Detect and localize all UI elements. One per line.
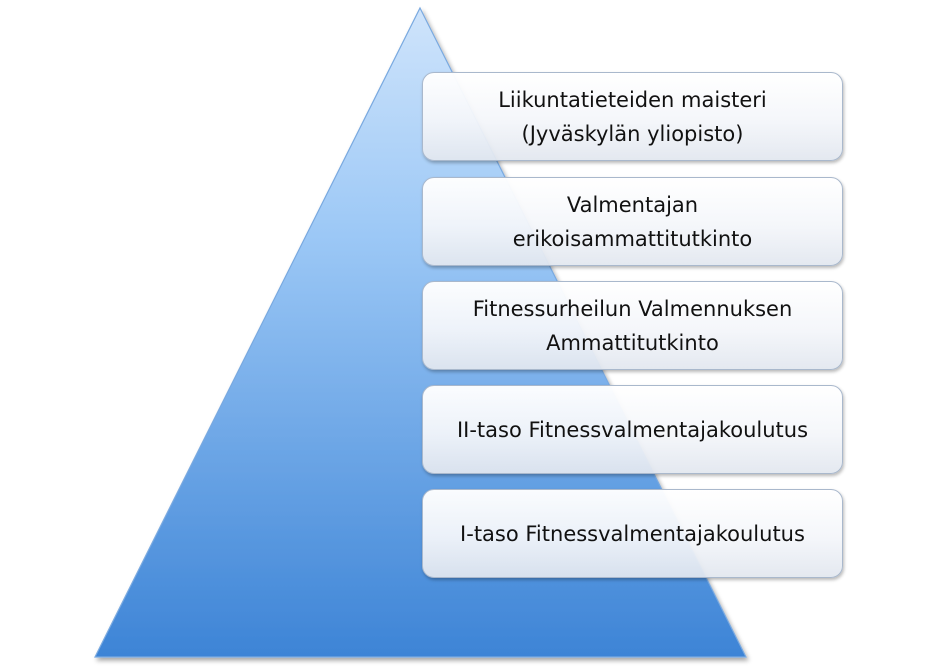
level-box-level-one-training: I-taso Fitnessvalmentajakoulutus: [422, 489, 843, 578]
level-label-level-one-training: I-taso Fitnessvalmentajakoulutus: [460, 521, 805, 546]
level-box-masters: Liikuntatieteiden maisteri (Jyväskylän y…: [422, 72, 843, 161]
level-label-level-two-training: II-taso Fitnessvalmentajakoulutus: [456, 417, 809, 442]
level-box-vocational-qualification: Fitnessurheilun Valmennuksen Ammattitutk…: [422, 281, 843, 370]
level-box-specialist-qualification: Valmentajan erikoisammattitutkinto: [422, 177, 843, 266]
level-label-masters: Liikuntatieteiden maisteri (Jyväskylän y…: [498, 87, 767, 146]
level-box-level-two-training: II-taso Fitnessvalmentajakoulutus: [422, 385, 843, 474]
level-label-specialist-qualification: Valmentajan erikoisammattitutkinto: [512, 192, 753, 251]
level-label-vocational-qualification: Fitnessurheilun Valmennuksen Ammattitutk…: [472, 296, 793, 355]
